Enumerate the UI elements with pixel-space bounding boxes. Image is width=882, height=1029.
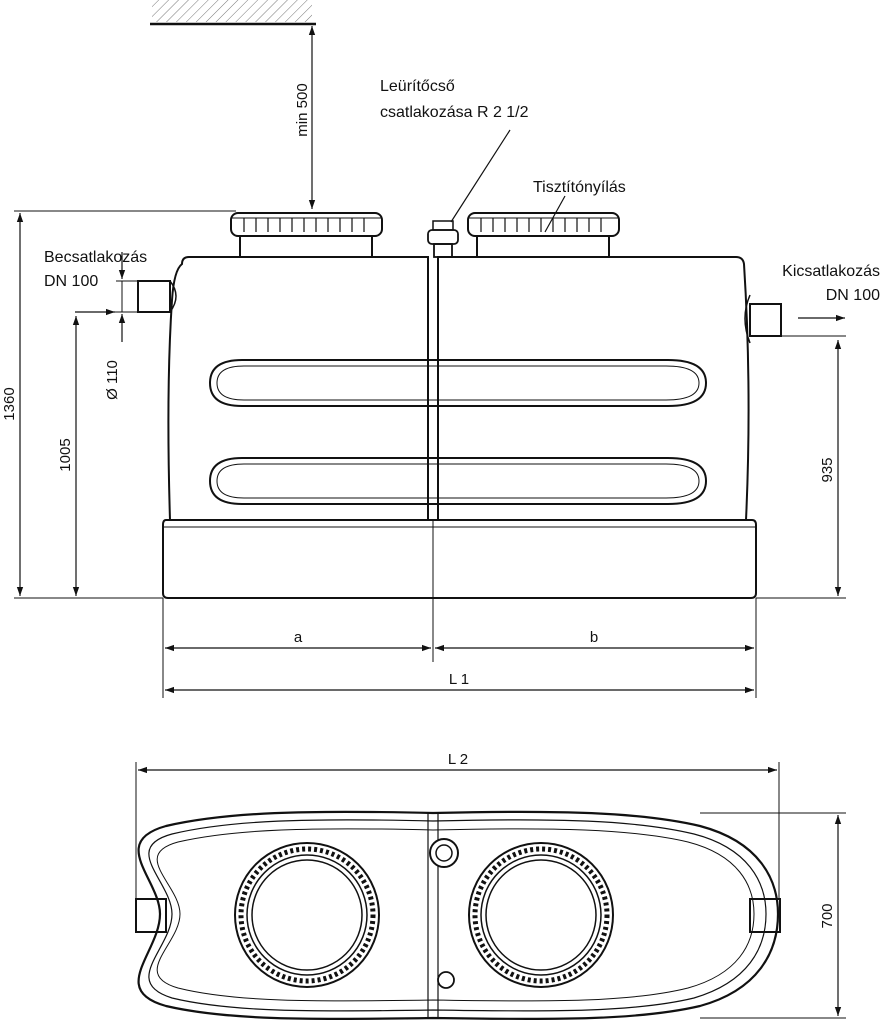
tank-body xyxy=(167,256,429,521)
outlet-pipe-top xyxy=(749,898,781,933)
dim-total-height: 1360 xyxy=(1,213,24,596)
dim-outlet-height-label: 935 xyxy=(819,457,836,482)
dim-outlet-height: 935 xyxy=(781,335,846,596)
ceiling xyxy=(150,0,316,26)
inlet-callout: Becsatlakozás DN 100 xyxy=(44,249,147,290)
inlet-pipe xyxy=(137,280,177,313)
dim-a-label: a xyxy=(294,629,303,646)
left-opening-top xyxy=(234,842,380,988)
drain-connection-callout: Leürítőcső csatlakozása R 2 1/2 xyxy=(380,78,529,223)
dim-width-label: 700 xyxy=(819,903,836,928)
dim-pipe-diameter-label: Ø 110 xyxy=(104,360,121,400)
right-cleaning-lid xyxy=(467,212,620,258)
tank-top-outline xyxy=(137,810,780,1021)
dim-l1: L 1 xyxy=(165,671,754,694)
tank-body-right xyxy=(437,256,750,521)
dim-l1-label: L 1 xyxy=(449,671,469,688)
dim-width: 700 xyxy=(819,815,842,1016)
drain-connection-label-1: Leürítőcső xyxy=(380,78,455,95)
dim-l2-label: L 2 xyxy=(448,751,468,768)
cleaning-opening-callout: Tisztítónyílás xyxy=(533,179,626,233)
top-view: L 2 xyxy=(135,751,846,1021)
tank-base xyxy=(162,519,757,599)
outlet-label-1: Kicsatlakozás xyxy=(782,263,880,280)
dim-total-height-label: 1360 xyxy=(1,387,18,420)
outlet-pipe xyxy=(744,294,782,344)
right-opening-top xyxy=(468,842,614,988)
cleaning-opening-label: Tisztítónyílás xyxy=(533,179,626,196)
dim-pipe-diameter: Ø 110 xyxy=(104,252,138,400)
dim-min-clearance-label: min 500 xyxy=(294,83,311,136)
drain-fitting xyxy=(427,220,459,258)
dim-b-label: b xyxy=(590,629,598,646)
outlet-label-2: DN 100 xyxy=(826,287,880,304)
dim-inlet-height: 1005 xyxy=(57,311,138,596)
dim-inlet-height-label: 1005 xyxy=(57,438,74,471)
left-cleaning-lid xyxy=(230,212,383,258)
inlet-pipe-top xyxy=(135,898,167,933)
inlet-label-2: DN 100 xyxy=(44,273,98,290)
inlet-label-1: Becsatlakozás xyxy=(44,249,147,266)
drain-connection-label-2: csatlakozása R 2 1/2 xyxy=(380,104,529,121)
dim-b: b xyxy=(435,629,754,652)
dim-a: a xyxy=(165,629,431,652)
drain-fitting-top xyxy=(429,838,459,989)
ribs xyxy=(208,359,708,505)
dim-l2: L 2 xyxy=(138,751,777,774)
dim-min-clearance: min 500 xyxy=(294,26,316,209)
outlet-callout: Kicsatlakozás DN 100 xyxy=(782,263,880,304)
side-view: min 500 1360 1005 Ø 110 935 xyxy=(1,0,880,698)
